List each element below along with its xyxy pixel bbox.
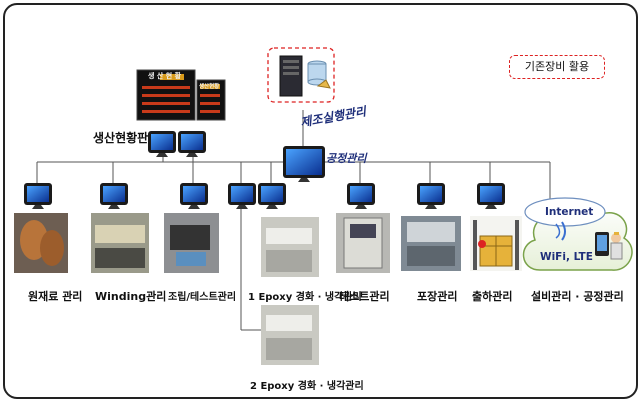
server-icon xyxy=(267,47,335,103)
station-label-test: 테스트관리 xyxy=(339,290,390,303)
board-title: 생 산 현 황 xyxy=(148,72,182,80)
assembly-tablet-icon xyxy=(180,183,208,209)
legend-existing-equipment: 기존장비 활용 xyxy=(509,55,605,79)
network-cloud xyxy=(522,197,633,271)
epoxy-1b-tablet-icon xyxy=(258,183,286,209)
station-label-raw-material: 원재료 관리 xyxy=(28,290,83,303)
raw-material-tablet-icon xyxy=(24,183,52,209)
station-label-packing: 포장관리 xyxy=(417,290,458,303)
packing-photo xyxy=(401,216,461,271)
board-tablet-2-icon xyxy=(178,131,206,157)
station-label-assembly: 조립/테스트관리 xyxy=(168,292,237,303)
winding-tablet-icon xyxy=(100,183,128,209)
cloud-wifi-label: WiFi, LTE xyxy=(540,251,593,263)
station-photos xyxy=(14,213,522,365)
assembly-photo xyxy=(164,213,219,273)
shipping-photo xyxy=(470,216,522,271)
station-label-shipping: 출하관리 xyxy=(472,290,513,303)
epoxy-1-photo xyxy=(261,217,319,277)
cloud-internet-label: Internet xyxy=(545,206,594,218)
epoxy-1a-tablet-icon xyxy=(228,183,256,209)
board-panel-title: 생산현황 xyxy=(199,84,220,90)
shipping-tablet-icon xyxy=(477,183,505,209)
epoxy-2-photo xyxy=(261,305,319,365)
process-hub-tablet-icon xyxy=(283,146,325,182)
packing-tablet-icon xyxy=(417,183,445,209)
board-tablet-1-icon xyxy=(148,131,176,157)
station-label-winding: Winding관리 xyxy=(95,290,167,303)
board-label: 생산현황판 xyxy=(93,131,149,145)
hub-label: 공정관리 xyxy=(326,152,367,165)
winding-photo xyxy=(91,213,149,273)
test-tablet-icon xyxy=(347,183,375,209)
test-photo xyxy=(336,213,390,273)
station-label-epoxy-2: 2 Epoxy 경화 · 냉각관리 xyxy=(250,381,364,392)
production-board-icon xyxy=(136,69,226,121)
station-label-facility: 설비관리 · 공정관리 xyxy=(531,290,624,303)
station-label-epoxy-1: 1 Epoxy 경화 · 냉각관리 xyxy=(248,292,362,303)
raw-material-photo xyxy=(14,213,68,273)
